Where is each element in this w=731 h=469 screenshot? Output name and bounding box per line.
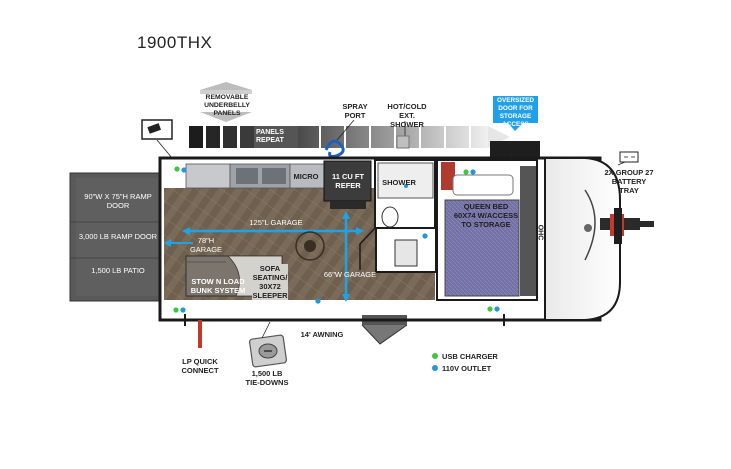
ext-shower-icon	[396, 121, 410, 149]
ramp-door	[69, 172, 161, 302]
spray-port-icon	[324, 119, 355, 158]
floor-logo-icon	[295, 231, 325, 261]
refrigerator-base	[330, 201, 366, 209]
awning-label: 14' AWNING	[300, 330, 344, 339]
legend-usb-dot	[432, 353, 438, 359]
underbelly-label: REMOVABLE UNDERBELLY PANELS	[204, 94, 250, 117]
110v-outlet-markers	[180, 167, 500, 313]
battery-tray-label: 2X GROUP 27 BATTERY TRAY	[604, 168, 654, 195]
ext-shower-label: HOT/COLD EXT. SHOWER	[387, 102, 427, 129]
patio-weight-label: 1,500 LB PATIO	[91, 266, 145, 275]
ramp-door-size-label: 90"W x 75"H RAMP DOOR	[84, 192, 152, 210]
tv-icon	[141, 119, 173, 140]
usb-charger-markers	[173, 166, 493, 313]
refer-label: 11 CU FT REFER	[331, 172, 365, 190]
underbelly-panel-strip	[189, 126, 510, 148]
model-title: 1900THX	[137, 33, 213, 52]
shower-label: SHOWER	[382, 178, 416, 187]
lp-connector-icon	[198, 320, 202, 348]
tie-down-icon	[249, 334, 287, 368]
battery-icon	[619, 151, 639, 163]
door-leader	[509, 149, 513, 161]
battery-leader	[617, 161, 626, 166]
garage-width-label: 66"W GARAGE	[323, 270, 377, 279]
kitchen-counter	[185, 163, 325, 189]
oversized-door-label: OVERSIZED DOOR FOR STORAGE ACCESS	[497, 97, 534, 128]
storage-door	[490, 141, 540, 157]
underbelly-arrow-icon	[200, 82, 252, 122]
bunk-system-label: STOW N LOAD BUNK SYSTEM	[190, 277, 246, 295]
ramp-door-weight-label: 3,000 LB RAMP DOOR	[78, 232, 158, 241]
garage-length-label: 125"L GARAGE	[249, 218, 303, 227]
shower-outlet	[404, 184, 408, 188]
legend-outlet-dot	[432, 365, 438, 371]
lp-connect-label: LP QUICK CONNECT	[181, 357, 219, 375]
ohc-label: OHC	[536, 224, 544, 241]
legend-outlet-label: 110V OUTLET	[442, 364, 492, 373]
tie-down-leader	[261, 321, 271, 339]
spray-port-label: SPRAY PORT	[342, 102, 368, 120]
sofa-label: SOFA SEATING/ 30X72 SLEEPER	[252, 264, 288, 300]
garage-height-label: 78"H GARAGE	[189, 236, 223, 254]
front-cap	[544, 157, 621, 321]
tie-downs-label: 1,500 LB TIE-DOWNS	[245, 369, 289, 387]
hitch-icon	[600, 208, 654, 244]
bedroom	[436, 159, 538, 301]
micro-label: MICRO	[293, 172, 319, 181]
queen-bed-label: QUEEN BED 60X74 W/ACCESS TO STORAGE	[453, 202, 519, 229]
oversized-door-badge	[493, 96, 538, 131]
bathroom	[359, 159, 437, 273]
awning-bar	[184, 314, 505, 326]
panels-repeat-label: PANELS REPEAT	[256, 129, 284, 144]
legend-usb-label: USB CHARGER	[442, 352, 498, 361]
garage-dimension-lines	[164, 211, 364, 302]
